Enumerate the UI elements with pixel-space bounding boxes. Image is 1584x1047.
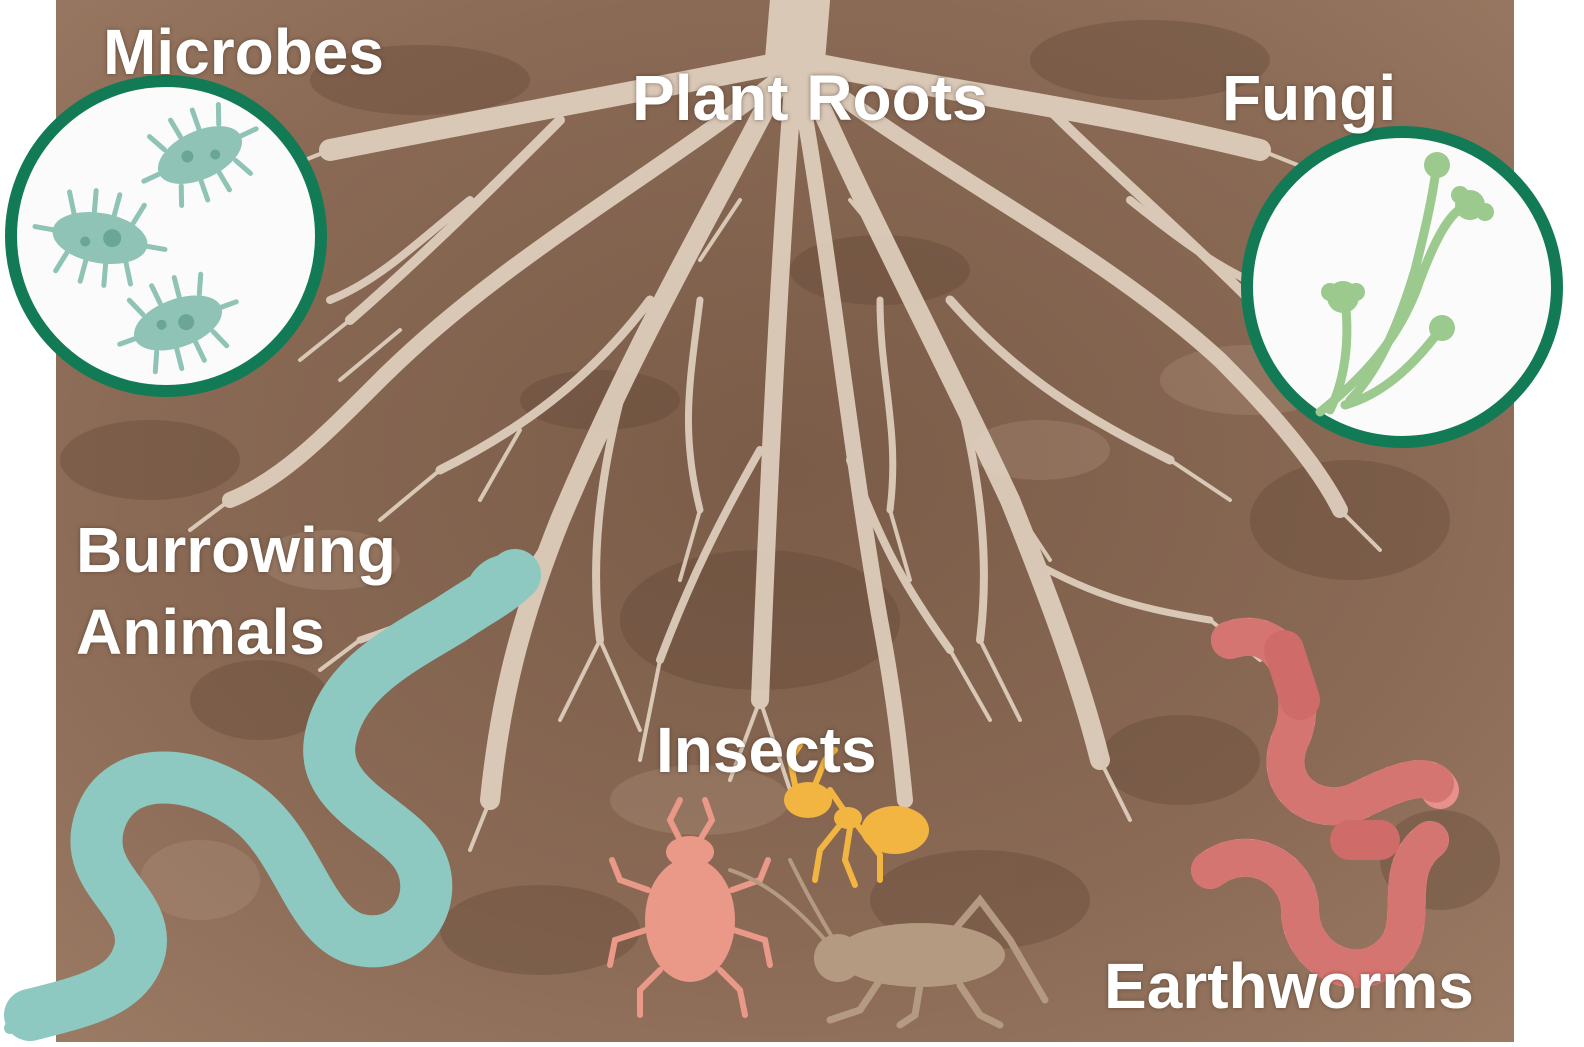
label-burrowing-animals-line2: Animals bbox=[76, 600, 325, 664]
label-earthworms: Earthworms bbox=[1104, 954, 1474, 1018]
label-plant-roots: Plant Roots bbox=[632, 66, 988, 130]
label-insects: Insects bbox=[656, 718, 877, 782]
label-microbes: Microbes bbox=[103, 20, 384, 84]
microbes-circle bbox=[11, 81, 321, 391]
fungi-circle bbox=[1247, 132, 1557, 442]
label-fungi: Fungi bbox=[1222, 66, 1396, 130]
label-burrowing-animals-line1: Burrowing bbox=[76, 518, 396, 582]
